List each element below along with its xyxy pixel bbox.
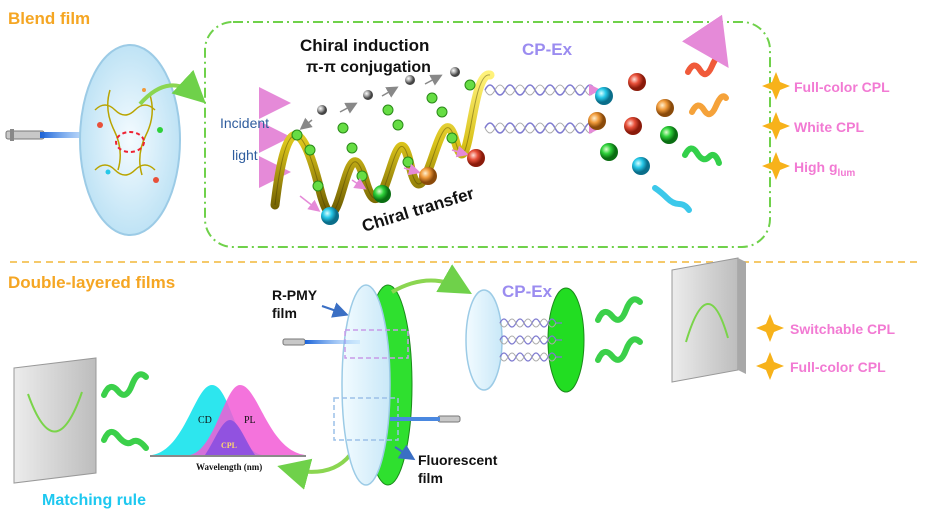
- outcome-white-cpl: White CPL: [762, 112, 864, 140]
- cpl-arrows-bottom: [595, 296, 643, 363]
- star-icon: [762, 72, 790, 100]
- star-icon: [762, 112, 790, 140]
- cp-ex-label-bottom: CP-Ex: [502, 282, 553, 301]
- fluorescent-film-label: film: [418, 470, 443, 486]
- double-layered-film-stack: [333, 284, 413, 486]
- incident-light-arrows: [212, 87, 291, 188]
- bottom-outcome-list: Switchable CPL Full-color CPL: [756, 314, 895, 380]
- cpl-curve-icon: [685, 303, 729, 343]
- outcome-full-color-cpl: Full-color CPL: [762, 72, 890, 100]
- outcome-switchable-cpl: Switchable CPL: [756, 314, 895, 342]
- cpl-label: CPL: [221, 441, 237, 450]
- pl-label: PL: [244, 415, 256, 426]
- outcome-high-glum: High glum: [762, 152, 855, 180]
- chiral-transfer-emitters: [299, 145, 485, 225]
- outcome-label: Full-color CPL: [790, 359, 886, 375]
- zoom-arrow: [138, 69, 206, 106]
- incident-label: Incident: [220, 115, 269, 131]
- cp-ex-detail-bottom: [465, 287, 585, 393]
- outcome-label: Full-color CPL: [794, 79, 890, 95]
- blend-film-disk: [79, 44, 181, 236]
- laser-pointer-icon: [390, 415, 461, 423]
- pi-stacking-molecules: [299, 67, 460, 130]
- top-outcome-list: Full-color CPL White CPL High glum: [762, 72, 890, 180]
- rpmy-label: R-PMY: [272, 287, 318, 303]
- chiral-induction-label: Chiral induction: [300, 36, 429, 55]
- cd-label: CD: [198, 415, 212, 426]
- outcome-label: Switchable CPL: [790, 321, 895, 337]
- emitter-cluster: [588, 73, 678, 175]
- pi-conjugation-label: π-π conjugation: [306, 59, 431, 76]
- cp-ex-waves-top: [484, 84, 601, 134]
- blend-film-detail-frame: [204, 21, 771, 248]
- star-icon: [756, 314, 784, 342]
- cp-ex-label-top: CP-Ex: [522, 40, 573, 59]
- star-icon: [756, 352, 784, 380]
- laser-pointer-icon: [282, 338, 360, 346]
- fluorescent-pointer: [394, 444, 416, 461]
- blend-film-title: Blend film: [8, 9, 90, 28]
- spectrum-inset: CD PL CPL Wavelength (nm): [150, 385, 306, 472]
- wavelength-axis-label: Wavelength (nm): [196, 462, 262, 472]
- zoom-arrow-bottom: [390, 264, 472, 294]
- outcome-label: White CPL: [794, 119, 864, 135]
- rpmy-pointer: [321, 302, 349, 318]
- light-label: light: [232, 147, 258, 163]
- fluorescent-label: Fluorescent: [418, 452, 498, 468]
- cpl-wave-arrows-top: [652, 14, 729, 213]
- rpmy-film-label: film: [272, 305, 297, 321]
- star-icon: [762, 152, 790, 180]
- laser-pointer-icon: [5, 129, 100, 141]
- right-screen: [671, 257, 746, 383]
- cpl-arrows-left: [101, 371, 149, 451]
- matching-rule-label: Matching rule: [42, 492, 146, 509]
- left-screen: [13, 357, 97, 484]
- cd-curve-icon: [27, 391, 83, 433]
- matching-arrow: [277, 453, 352, 490]
- outcome-label: High glum: [794, 159, 855, 179]
- outcome-full-color-cpl-bottom: Full-color CPL: [756, 352, 886, 380]
- double-layered-films-title: Double-layered films: [8, 273, 175, 292]
